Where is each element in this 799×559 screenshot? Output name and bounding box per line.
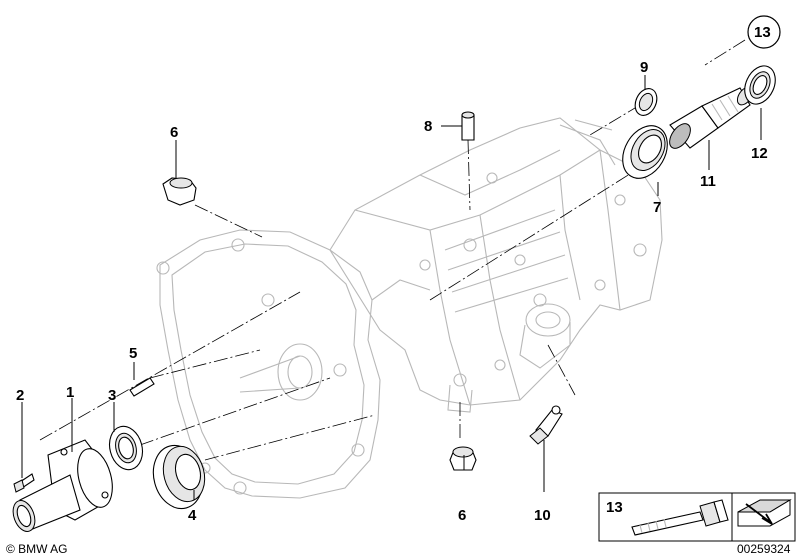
callout-10: 10 xyxy=(534,507,551,524)
leader-lines xyxy=(21,75,762,500)
callout-numbers: 1 2 3 4 5 6 6 7 8 9 10 11 12 13 xyxy=(16,15,781,524)
inset-arrow-symbol xyxy=(737,499,792,527)
callout-13-circled: 13 xyxy=(754,24,771,41)
image-number: 00259324 xyxy=(737,542,791,556)
part-10-sensor xyxy=(529,405,563,445)
part-11-output-flange xyxy=(669,86,754,149)
callout-6-top: 6 xyxy=(170,124,178,141)
part-3-shaft-seal xyxy=(108,425,144,471)
callout-3: 3 xyxy=(108,387,116,404)
inset-box: 13 xyxy=(598,492,796,542)
callout-6-bottom: 6 xyxy=(458,507,466,524)
callout-4: 4 xyxy=(188,507,197,524)
callout-9: 9 xyxy=(640,59,648,76)
part-12-ring-nut xyxy=(744,65,776,105)
inset-callout-13: 13 xyxy=(606,499,623,516)
part-5-dowel-pin xyxy=(129,377,155,397)
inset-bolt xyxy=(631,499,729,536)
part-1-guide-sleeve xyxy=(12,439,113,532)
part-9-seal-ring xyxy=(634,88,658,116)
callout-1: 1 xyxy=(66,384,74,401)
part-7-shaft-seal xyxy=(622,125,668,179)
callout-13-circle xyxy=(747,15,781,49)
alignment-lines xyxy=(39,39,746,461)
callout-2: 2 xyxy=(16,387,24,404)
part-6-plug-top xyxy=(162,177,197,206)
copyright-text: © BMW AG xyxy=(6,542,68,556)
part-2-bolt xyxy=(13,473,35,493)
callout-12: 12 xyxy=(751,145,768,162)
part-6-plug-bottom xyxy=(449,446,477,471)
callout-11: 11 xyxy=(700,173,716,190)
callout-8: 8 xyxy=(424,118,432,135)
transmission-housing xyxy=(156,117,663,499)
callout-5: 5 xyxy=(129,345,137,362)
part-8-pin xyxy=(461,111,475,141)
part-4-bearing xyxy=(152,444,206,510)
callout-7: 7 xyxy=(653,199,661,216)
